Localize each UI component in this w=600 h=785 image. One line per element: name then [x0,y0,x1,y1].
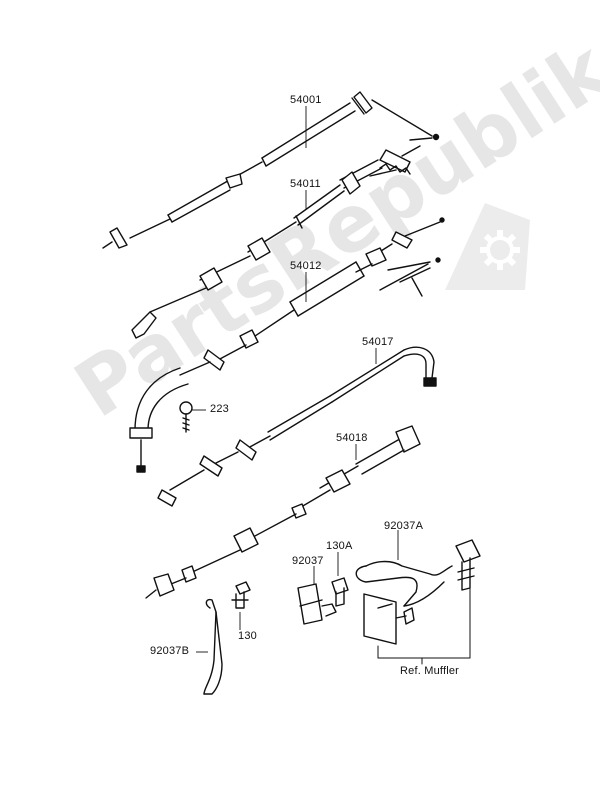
label-92037A: 92037A [384,520,424,532]
watermark-gear-icon [445,203,530,290]
bracket [363,593,415,645]
cable-54001 [102,91,440,249]
label-130A: 130A [326,540,353,552]
cable-54012 [129,217,445,473]
bolt-large [455,539,481,591]
label-92037: 92037 [292,555,324,567]
label-54011: 54011 [290,178,321,190]
label-54012: 54012 [290,260,322,272]
label-54001: 54001 [290,94,322,106]
label-54018: 54018 [336,432,368,444]
label-92037B: 92037B [150,645,190,657]
cable-54017 [157,346,437,507]
clamp-92037 [297,583,337,625]
label-ref-muffler: Ref. Muffler [400,665,460,677]
label-130: 130 [238,630,257,642]
cable-54011 [131,134,439,339]
bolt-130A [331,577,349,607]
bolt-130 [231,581,251,609]
label-54017: 54017 [362,336,394,348]
cable-54018 [145,425,421,599]
clamp-92037B [203,598,223,695]
clip-92037A [355,560,453,607]
screw-223 [179,401,193,433]
label-223: 223 [210,403,229,415]
